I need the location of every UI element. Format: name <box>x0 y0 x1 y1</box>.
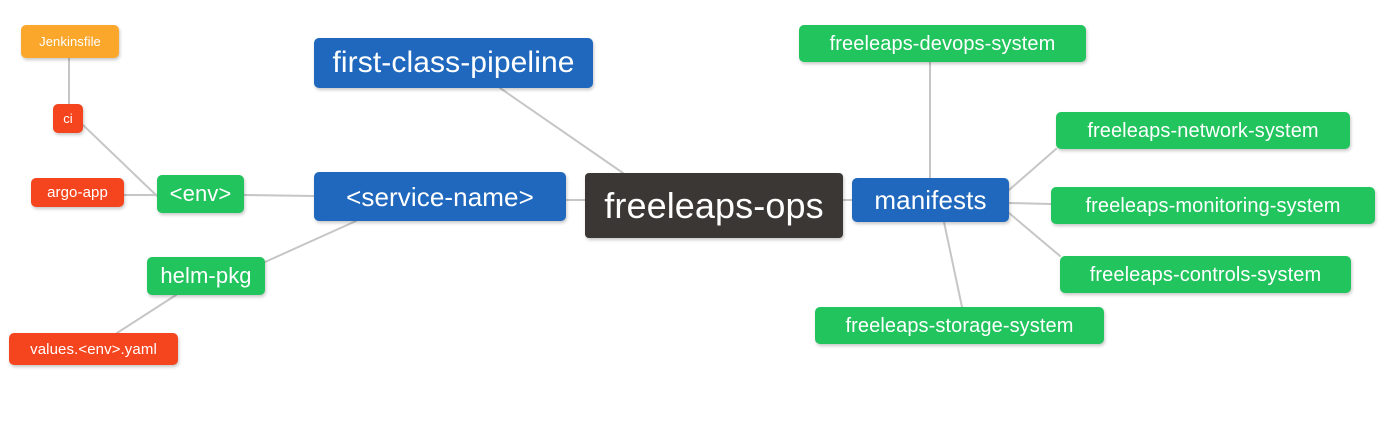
node-label: <env> <box>169 181 232 206</box>
node-env[interactable]: <env> <box>157 175 244 213</box>
node-freeleaps-storage-system[interactable]: freeleaps-storage-system <box>815 307 1104 344</box>
node-label: freeleaps-monitoring-system <box>1085 194 1341 217</box>
node-service-name[interactable]: <service-name> <box>314 172 566 221</box>
node-jenkinsfile[interactable]: Jenkinsfile <box>21 25 119 58</box>
node-label: freeleaps-ops <box>604 184 824 226</box>
node-label: helm-pkg <box>160 263 252 288</box>
node-label: freeleaps-network-system <box>1087 119 1319 142</box>
edge-manifests-to-freeleaps-storage-system <box>943 221 963 308</box>
node-label: first-class-pipeline <box>332 46 575 79</box>
edge-values-yaml-to-helm-pkg <box>116 294 177 334</box>
node-helm-pkg[interactable]: helm-pkg <box>147 257 265 295</box>
node-freeleaps-monitoring-system[interactable]: freeleaps-monitoring-system <box>1051 187 1375 224</box>
node-freeleaps-devops-system[interactable]: freeleaps-devops-system <box>799 25 1086 62</box>
node-label: manifests <box>874 185 987 215</box>
node-label: freeleaps-storage-system <box>845 314 1074 337</box>
edge-helm-pkg-to-service-name <box>264 220 357 263</box>
node-freeleaps-network-system[interactable]: freeleaps-network-system <box>1056 112 1350 149</box>
node-label: <service-name> <box>346 181 534 212</box>
node-label: ci <box>63 111 73 126</box>
node-manifests[interactable]: manifests <box>852 178 1009 222</box>
edge-manifests-to-freeleaps-network-system <box>1008 148 1057 191</box>
edge-env-to-service-name <box>243 194 315 197</box>
edge-first-class-pipeline-to-freeleaps-ops <box>499 87 624 174</box>
node-ci[interactable]: ci <box>53 104 83 133</box>
node-argo-app[interactable]: argo-app <box>31 178 124 207</box>
node-first-class-pipeline[interactable]: first-class-pipeline <box>314 38 593 88</box>
node-label: freeleaps-devops-system <box>829 32 1056 55</box>
node-label: values.<env>.yaml <box>30 340 157 358</box>
node-label: freeleaps-controls-system <box>1089 263 1322 286</box>
node-label: argo-app <box>47 184 108 201</box>
node-freeleaps-controls-system[interactable]: freeleaps-controls-system <box>1060 256 1351 293</box>
node-freeleaps-ops[interactable]: freeleaps-ops <box>585 173 843 238</box>
node-label: Jenkinsfile <box>39 34 101 49</box>
node-values-yaml[interactable]: values.<env>.yaml <box>9 333 178 365</box>
edge-manifests-to-freeleaps-monitoring-system <box>1008 202 1052 205</box>
